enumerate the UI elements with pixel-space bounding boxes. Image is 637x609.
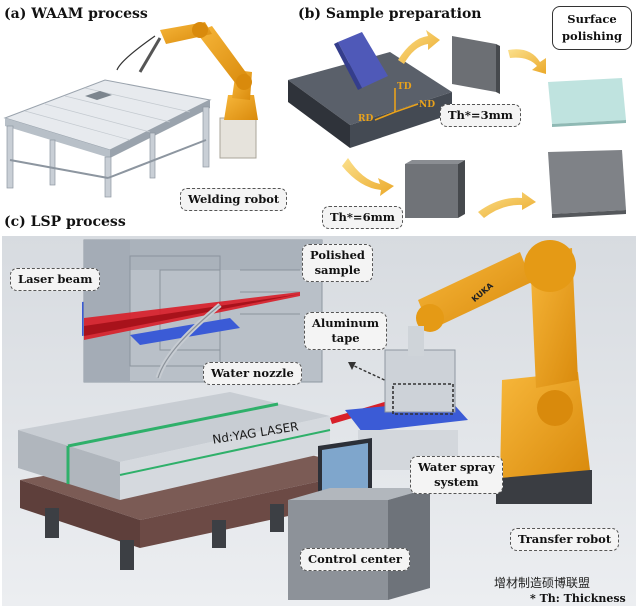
aluminum-tape-label: Aluminum tape [304,312,388,350]
water-spray-system-label: Water spray system [410,456,503,494]
sample-preparation-scene [288,30,626,218]
laser-beam-label: Laser beam [10,268,101,291]
polished-sample-label: Polished sample [302,244,373,282]
panel-c-title: (c) LSP process [4,214,126,230]
waam-scene [3,22,258,198]
water-nozzle-label: Water nozzle [203,362,302,385]
control-center-label: Control center [300,548,410,571]
panel-a-title: (a) WAAM process [4,6,148,22]
axis-nd-label: ND [419,100,436,110]
watermark-text: 增材制造硕博联盟 [494,576,591,590]
axis-rd-label: RD [358,114,374,124]
surface-polishing-label: Surface polishing [552,6,633,50]
panel-b-title: (b) Sample preparation [298,6,482,22]
thickness-footnote: * Th: Thickness [530,592,626,605]
thickness-3mm-label: Th*=3mm [440,104,521,127]
welding-robot-label: Welding robot [180,188,288,211]
axis-td-label: TD [397,82,412,92]
transfer-robot-label: Transfer robot [510,528,620,551]
thickness-6mm-label: Th*=6mm [322,206,403,229]
